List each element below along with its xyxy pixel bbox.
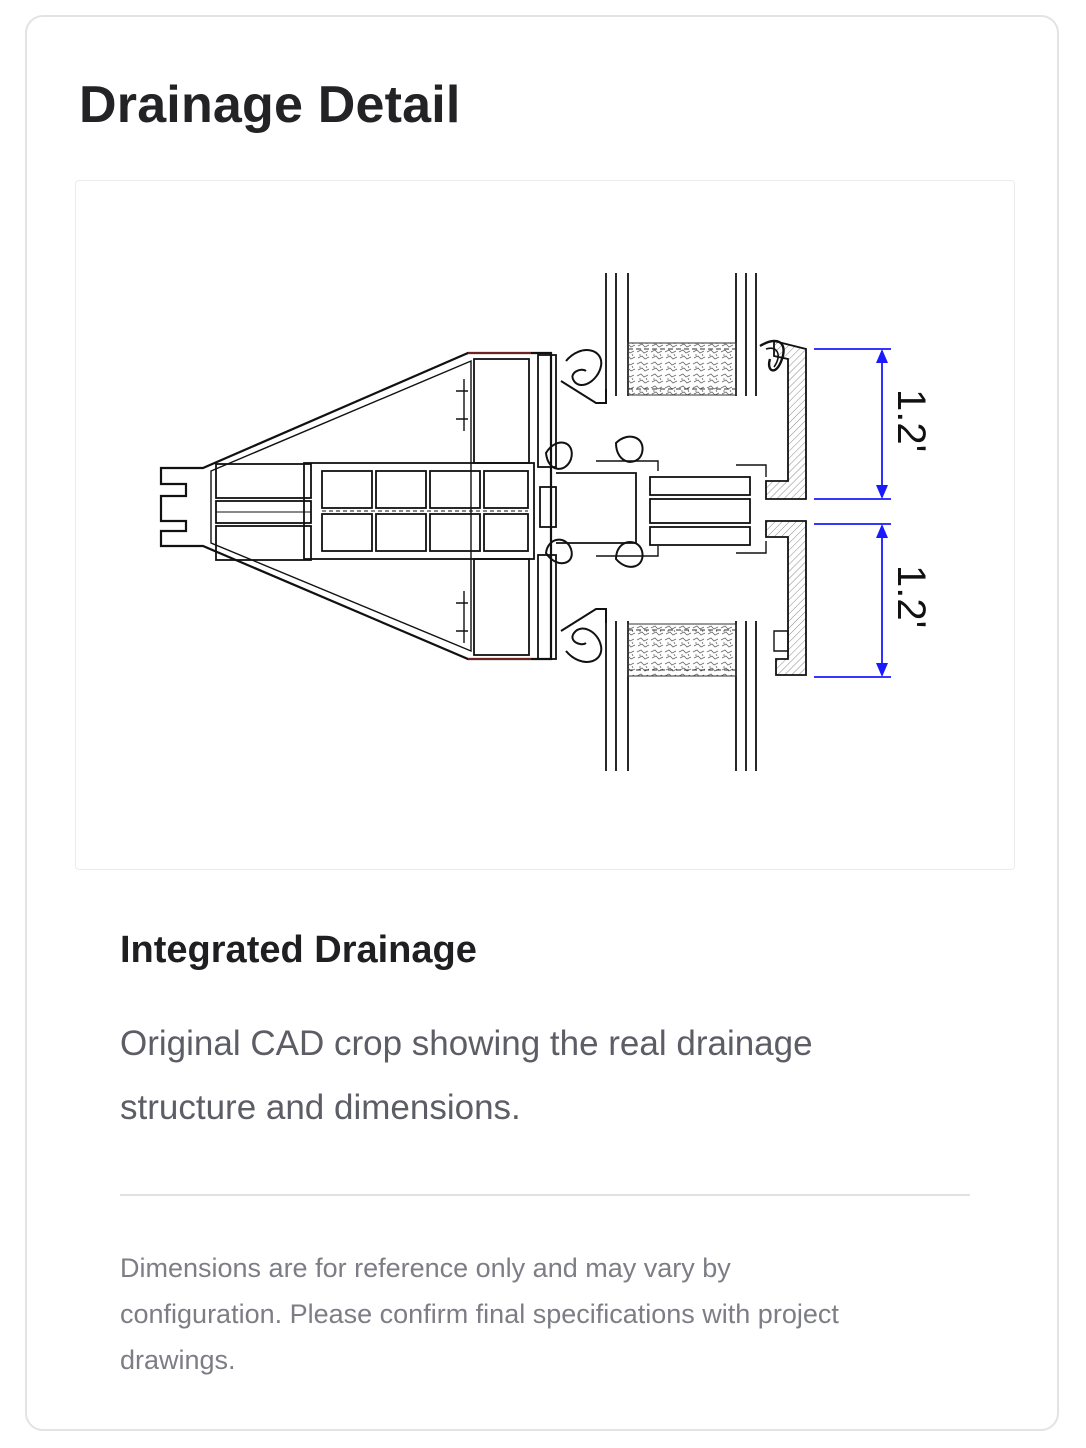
section-divider [120,1194,970,1196]
dimension-lines [814,348,891,678]
glazing-gaskets [544,349,644,663]
insulation-panels [627,342,737,677]
center-chamber-grid [303,462,535,560]
pressure-cap [759,339,807,676]
drainage-detail-card: Drainage Detail [25,15,1059,1431]
left-rail-set [215,463,312,561]
card-title: Drainage Detail [79,76,461,134]
cad-drainage-drawing: 1.2' 1.2' [159,273,933,771]
section-description: Original CAD crop showing the real drain… [120,1024,813,1127]
frame-profile [159,351,553,661]
reference-footnote: Dimensions are for reference only and ma… [120,1253,839,1375]
section-heading: Integrated Drainage [120,929,477,971]
upper-chamber [456,354,557,468]
dimension-label-lower: 1.2' [889,565,933,628]
dimension-label-upper: 1.2' [889,389,933,452]
cad-drawing-figure: 1.2' 1.2' [75,180,1015,870]
mullion-section [539,460,767,557]
